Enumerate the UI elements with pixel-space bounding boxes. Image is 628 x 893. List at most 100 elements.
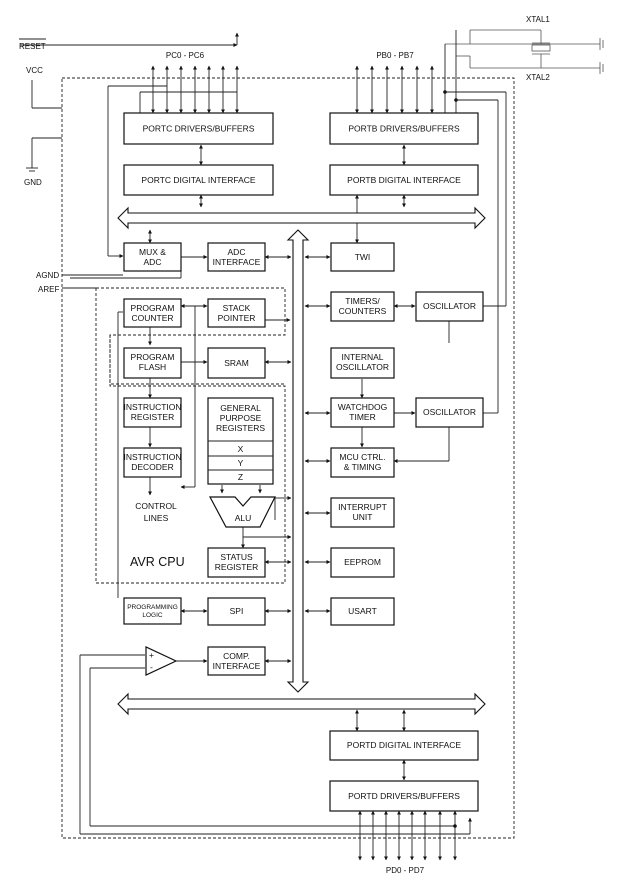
programming-logic-label-1: PROGRAMMING [127,604,178,611]
svg-text:OSCILLATOR: OSCILLATOR [336,362,389,372]
mux-adc-label-2: ADC [144,257,162,267]
aref-pin-label: AREF [38,285,59,294]
svg-text:PORTD DIGITAL INTERFACE: PORTD DIGITAL INTERFACE [347,740,461,750]
svg-text:TIMERS/: TIMERS/ [345,296,380,306]
svg-text:OSCILLATOR: OSCILLATOR [423,407,476,417]
portb-digital-interface-block: PORTB DIGITAL INTERFACE [329,164,479,196]
instruction-decoder-block: INSTRUCTION DECODER [123,447,182,478]
portc-drivers-label: PORTC DRIVERS/BUFFERS [143,124,255,134]
svg-text:SRAM: SRAM [224,358,249,368]
watchdog-timer-label-2: TIMER [349,412,375,422]
data-bus-vertical [286,229,310,693]
svg-text:COUNTERS: COUNTERS [339,306,387,316]
svg-text:ALU: ALU [235,513,252,523]
register-y-label: Y [238,458,244,468]
svg-text:WATCHDOG: WATCHDOG [338,402,388,412]
alu-block: ALU [209,496,276,528]
svg-text:INSTRUCTION: INSTRUCTION [123,402,181,412]
svg-text:PORTC DIGITAL INTERFACE: PORTC DIGITAL INTERFACE [141,175,255,185]
svg-text:INTERFACE: INTERFACE [213,661,261,671]
mux-adc-block: MUX & ADC [123,242,182,272]
svg-text:USART: USART [348,606,377,616]
svg-text:REGISTER: REGISTER [131,412,174,422]
svg-text:+: + [149,650,154,660]
svg-text:ADC: ADC [228,247,246,257]
instruction-register-label-2: REGISTER [131,412,174,422]
sram-block: SRAM [207,347,266,379]
spi-label: SPI [230,606,244,616]
internal-oscillator-label-2: OSCILLATOR [336,362,389,372]
svg-text:COMP.: COMP. [223,651,250,661]
portb-pins-label: PB0 - PB7 [376,51,414,60]
memory-region [109,335,285,385]
oscillator-block-2: OSCILLATOR [415,397,484,428]
vcc-pin-label: VCC [26,66,43,75]
comp-interface-label-1: COMP. [223,651,250,661]
interrupt-unit-label-2: UNIT [353,512,373,522]
mcu-control-timing-block: MCU CTRL. & TIMING [330,447,395,478]
comparator-plus-label: + [149,650,154,660]
status-register-label-1: STATUS [220,552,253,562]
program-flash-block: PROGRAM FLASH [123,347,182,379]
control-lines-label-2: LINES [144,513,169,523]
gnd-pin-label: GND [24,178,42,187]
svg-text:POINTER: POINTER [218,313,256,323]
oscillator-block-1: OSCILLATOR [415,291,484,322]
svg-text:STATUS: STATUS [220,552,253,562]
general-purpose-registers-block: GENERAL PURPOSE REGISTERS X Y Z [207,397,274,485]
gp-registers-label-1: GENERAL [220,403,261,413]
svg-text:SPI: SPI [230,606,244,616]
alu-label: ALU [235,513,252,523]
eeprom-label: EEPROM [344,557,381,567]
svg-text:PROGRAM: PROGRAM [131,352,175,362]
adc-interface-block: ADC INTERFACE [207,242,266,272]
avr-cpu-label: AVR CPU [130,555,185,569]
svg-text:TWI: TWI [355,252,371,262]
gp-registers-label-2: PURPOSE [220,413,262,423]
adc-interface-label-1: ADC [228,247,246,257]
svg-text:PORTD DRIVERS/BUFFERS: PORTD DRIVERS/BUFFERS [348,791,460,801]
programming-logic-block: PROGRAMMING LOGIC [123,597,182,625]
program-flash-label-2: FLASH [139,362,166,372]
instruction-register-label-1: INSTRUCTION [123,402,181,412]
program-counter-block: PROGRAM COUNTER [123,298,182,328]
svg-text:STACK: STACK [223,303,251,313]
svg-text:PORTB DIGITAL INTERFACE: PORTB DIGITAL INTERFACE [347,175,461,185]
portc-digital-label: PORTC DIGITAL INTERFACE [141,175,255,185]
portd-drivers-label: PORTD DRIVERS/BUFFERS [348,791,460,801]
avr-cpu-region [95,287,286,584]
portc-digital-interface-block: PORTC DIGITAL INTERFACE [123,164,274,196]
program-counter-label-1: PROGRAM [131,303,175,313]
data-bus-top [117,206,486,230]
mcu-ctrl-label-2: & TIMING [344,462,382,472]
analog-comparator: + - [145,646,178,676]
oscillator-2-label: OSCILLATOR [423,407,476,417]
svg-text:INSTRUCTION: INSTRUCTION [123,452,181,462]
timers-counters-label-2: COUNTERS [339,306,387,316]
usart-label: USART [348,606,377,616]
portc-pins-label: PC0 - PC6 [166,51,205,60]
sram-label: SRAM [224,358,249,368]
timers-counters-label-1: TIMERS/ [345,296,380,306]
comp-interface-block: COMP. INTERFACE [207,646,266,676]
portd-drivers-block: PORTD DRIVERS/BUFFERS [329,780,479,812]
svg-text:INTERRUPT: INTERRUPT [338,502,387,512]
comp-interface-label-2: INTERFACE [213,661,261,671]
svg-text:FLASH: FLASH [139,362,166,372]
interrupt-unit-label-1: INTERRUPT [338,502,387,512]
svg-text:REGISTER: REGISTER [215,562,258,572]
chip-boundary [61,77,515,839]
svg-text:COUNTER: COUNTER [131,313,173,323]
timers-counters-block: TIMERS/ COUNTERS [330,291,395,322]
instruction-decoder-label-2: DECODER [131,462,174,472]
comparator-minus-label: - [150,662,153,672]
svg-text:LOGIC: LOGIC [142,612,163,619]
svg-text:UNIT: UNIT [353,512,373,522]
agnd-pin-label: AGND [36,271,59,280]
signal-wires [20,29,604,861]
spi-block: SPI [207,597,266,626]
watchdog-timer-label-1: WATCHDOG [338,402,388,412]
svg-text:& TIMING: & TIMING [344,462,382,472]
twi-label: TWI [355,252,371,262]
portb-drivers-label: PORTB DRIVERS/BUFFERS [348,124,460,134]
